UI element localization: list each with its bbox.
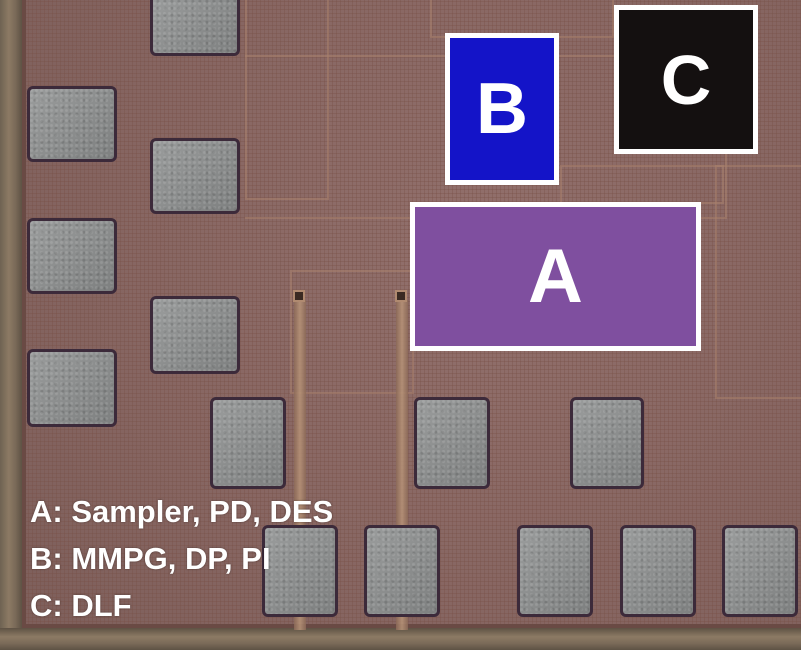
die-edge-bottom	[0, 628, 801, 650]
via	[293, 290, 305, 302]
seal-ring-horizontal	[22, 624, 801, 628]
block-b-label: B	[445, 33, 559, 185]
block-c-label: C	[614, 5, 758, 154]
legend-item-b: B: MMPG, DP, PI	[30, 541, 271, 576]
bond-pad	[364, 525, 440, 617]
block-c-letter: C	[660, 40, 712, 119]
bond-pad	[27, 218, 117, 294]
via	[395, 290, 407, 302]
legend: A: Sampler, PD, DES B: MMPG, DP, PI C: D…	[30, 488, 333, 629]
bond-pad	[570, 397, 644, 489]
bond-pad	[210, 397, 286, 489]
bond-pad	[27, 86, 117, 162]
block-a-letter: A	[528, 234, 583, 319]
legend-item-c: C: DLF	[30, 588, 132, 623]
bond-pad	[150, 296, 240, 374]
bond-pad	[620, 525, 696, 617]
bond-pad	[262, 525, 338, 617]
bond-pad	[150, 0, 240, 56]
bond-pad	[414, 397, 490, 489]
bond-pad	[27, 349, 117, 427]
seal-ring-vertical	[22, 0, 26, 628]
routing-trace	[715, 165, 801, 399]
bond-pad	[517, 525, 593, 617]
legend-item-a: A: Sampler, PD, DES	[30, 494, 334, 529]
block-b-letter: B	[476, 69, 528, 149]
block-a-label: A	[410, 202, 701, 351]
routing-trace	[560, 165, 724, 204]
die-edge-left	[0, 0, 22, 650]
bond-pad	[722, 525, 798, 617]
bond-pad	[150, 138, 240, 214]
routing-trace	[245, 0, 329, 200]
